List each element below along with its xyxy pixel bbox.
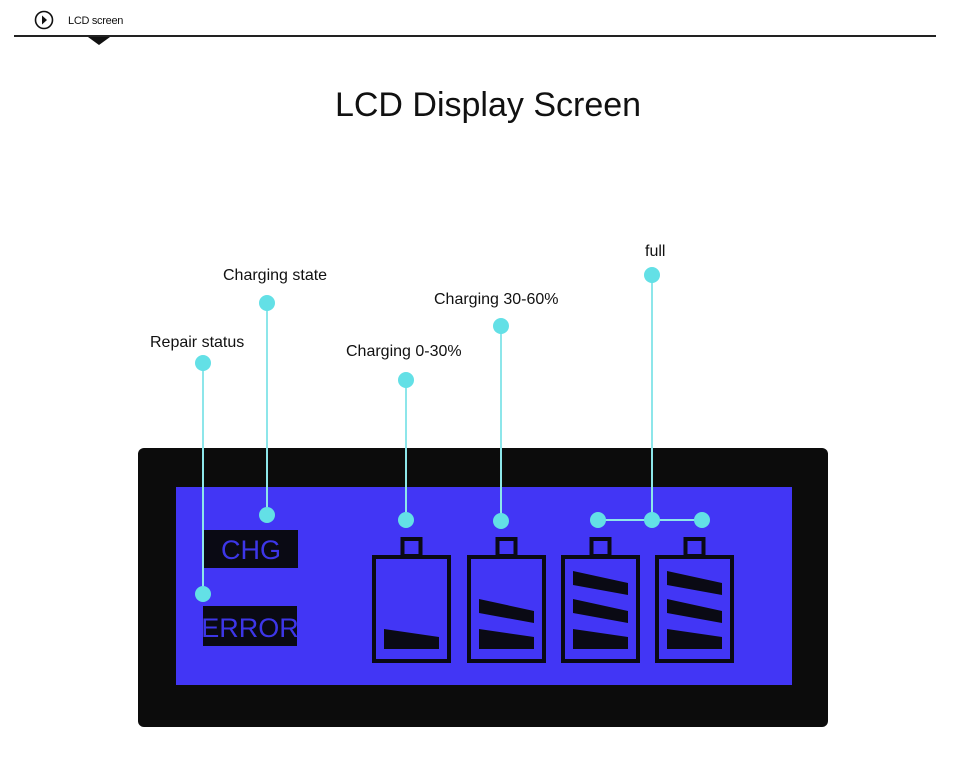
callout-dot-repair-bottom <box>195 586 211 602</box>
battery-2 <box>467 537 546 663</box>
callout-label-charging-30-60: Charging 30-60% <box>434 291 559 308</box>
callout-dot-0-30-bottom <box>398 512 414 528</box>
battery-level-segment <box>479 629 534 649</box>
callout-dot-full-right <box>694 512 710 528</box>
battery-3 <box>561 537 640 663</box>
active-tab-marker <box>88 37 110 45</box>
callout-dot-repair-top <box>195 355 211 371</box>
header: LCD screen <box>0 0 960 50</box>
callout-lines <box>202 275 702 594</box>
callout-dots <box>195 267 710 602</box>
callout-dot-charging-state-bottom <box>259 507 275 523</box>
battery-level-segment <box>573 571 628 595</box>
battery-1 <box>372 537 451 663</box>
tab-lcd-screen[interactable]: LCD screen <box>68 15 124 27</box>
battery-level-segment <box>384 629 439 649</box>
callout-dot-30-60-bottom <box>493 513 509 529</box>
error-indicator: ERROR <box>201 613 299 643</box>
callout-dot-full-left <box>590 512 606 528</box>
battery-level-segment <box>667 629 722 649</box>
battery-terminal <box>400 537 423 558</box>
chg-indicator-box <box>204 530 298 568</box>
callout-label-charging-0-30: Charging 0-30% <box>346 343 462 360</box>
error-indicator-box <box>203 606 297 646</box>
battery-level-segment <box>479 599 534 623</box>
chevron-right-circle-icon[interactable] <box>34 10 54 30</box>
callout-label-full: full <box>645 243 665 260</box>
battery-level-segment <box>573 599 628 623</box>
chg-indicator: CHG <box>221 535 281 565</box>
battery-terminal <box>589 537 612 558</box>
battery-level-segment <box>667 599 722 623</box>
battery-terminal <box>683 537 706 558</box>
callout-dot-full-top <box>644 267 660 283</box>
tab-divider <box>14 35 936 37</box>
callout-dot-30-60-top <box>493 318 509 334</box>
callout-dot-0-30-top <box>398 372 414 388</box>
callout-dot-full-center <box>644 512 660 528</box>
page-title: LCD Display Screen <box>334 86 642 124</box>
callout-label-repair-status: Repair status <box>150 334 244 351</box>
callout-dot-charging-state-top <box>259 295 275 311</box>
battery-terminal <box>495 537 518 558</box>
battery-4 <box>655 537 734 663</box>
battery-slots <box>372 537 734 663</box>
callout-label-charging-state: Charging state <box>223 267 327 284</box>
battery-level-segment <box>667 571 722 595</box>
battery-level-segment <box>573 629 628 649</box>
